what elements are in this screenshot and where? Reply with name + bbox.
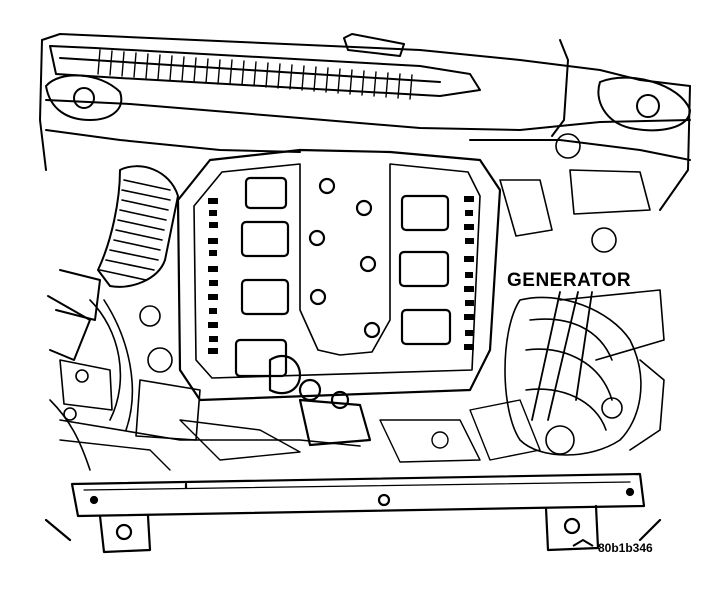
cowl-grille	[49, 45, 481, 100]
air-intake-hose	[47, 165, 179, 361]
lower-bay-clutter	[59, 399, 541, 471]
engine-cover	[176, 148, 502, 447]
figure-id-label: 80b1b346	[598, 541, 653, 555]
generator-assembly	[499, 133, 665, 456]
generator-leader-lines	[531, 291, 593, 421]
figure-id-chevron-icon	[572, 538, 594, 547]
firewall-lines	[45, 33, 691, 161]
left-side-components	[49, 299, 361, 471]
right-strut-tower	[597, 76, 691, 132]
left-strut-tower	[45, 74, 123, 121]
generator-callout-label: GENERATOR	[507, 270, 632, 291]
radiator-support-crossmember	[44, 472, 662, 554]
